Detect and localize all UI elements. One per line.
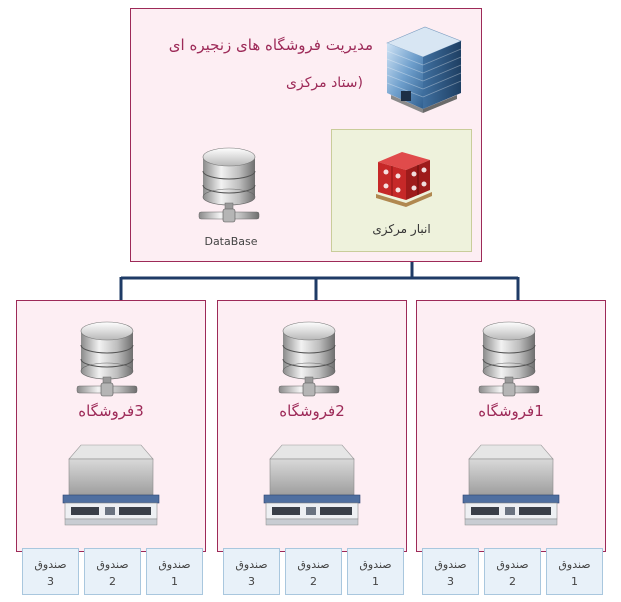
register-label: صندوق bbox=[359, 558, 392, 571]
register-box: صندوق 3 bbox=[22, 548, 79, 595]
central-warehouse-box: انبار مرکزی bbox=[331, 129, 472, 252]
register-label: صندوق bbox=[235, 558, 268, 571]
hq-subtitle: (ستاد مرکزی bbox=[286, 75, 363, 91]
store-1-database-icon bbox=[478, 321, 540, 397]
register-label: صندوق bbox=[158, 558, 191, 571]
register-number: 1 bbox=[372, 575, 379, 588]
register-number: 3 bbox=[47, 575, 54, 588]
store-1-box: 1فروشگاه bbox=[416, 300, 606, 552]
register-label: صندوق bbox=[297, 558, 330, 571]
store-2-title: 2فروشگاه bbox=[279, 402, 345, 420]
register-box: صندوق 1 bbox=[347, 548, 404, 595]
warehouse-label: انبار مرکزی bbox=[372, 222, 431, 236]
register-box: صندوق 2 bbox=[84, 548, 141, 595]
register-box: صندوق 3 bbox=[223, 548, 280, 595]
register-box: صندوق 1 bbox=[146, 548, 203, 595]
register-label: صندوق bbox=[558, 558, 591, 571]
register-box: صندوق 1 bbox=[546, 548, 603, 595]
register-box: صندوق 3 bbox=[422, 548, 479, 595]
store-3-database-icon bbox=[76, 321, 138, 397]
register-number: 1 bbox=[171, 575, 178, 588]
hq-database-icon bbox=[198, 147, 260, 223]
store-1-server-icon bbox=[462, 444, 560, 526]
register-number: 2 bbox=[509, 575, 516, 588]
store-3-box: 3فروشگاه bbox=[16, 300, 206, 552]
register-number: 3 bbox=[248, 575, 255, 588]
register-box: صندوق 2 bbox=[484, 548, 541, 595]
headquarters-box: مدیریت فروشگاه های زنجیره ای (ستاد مرکزی… bbox=[130, 8, 482, 262]
store-1-title: 1فروشگاه bbox=[478, 402, 544, 420]
store-2-database-icon bbox=[278, 321, 340, 397]
register-label: صندوق bbox=[96, 558, 129, 571]
store-3-title: 3فروشگاه bbox=[78, 402, 144, 420]
store-2-box: 2فروشگاه bbox=[217, 300, 407, 552]
register-label: صندوق bbox=[434, 558, 467, 571]
hq-title: مدیریت فروشگاه های زنجیره ای bbox=[168, 36, 373, 54]
register-number: 2 bbox=[109, 575, 116, 588]
register-number: 3 bbox=[447, 575, 454, 588]
register-label: صندوق bbox=[496, 558, 529, 571]
register-number: 1 bbox=[571, 575, 578, 588]
database-label: DataBase bbox=[204, 235, 258, 248]
register-label: صندوق bbox=[34, 558, 67, 571]
store-3-server-icon bbox=[62, 444, 160, 526]
office-building-icon bbox=[386, 26, 462, 113]
boxes-icon bbox=[376, 152, 432, 207]
store-2-server-icon bbox=[263, 444, 361, 526]
register-box: صندوق 2 bbox=[285, 548, 342, 595]
register-number: 2 bbox=[310, 575, 317, 588]
